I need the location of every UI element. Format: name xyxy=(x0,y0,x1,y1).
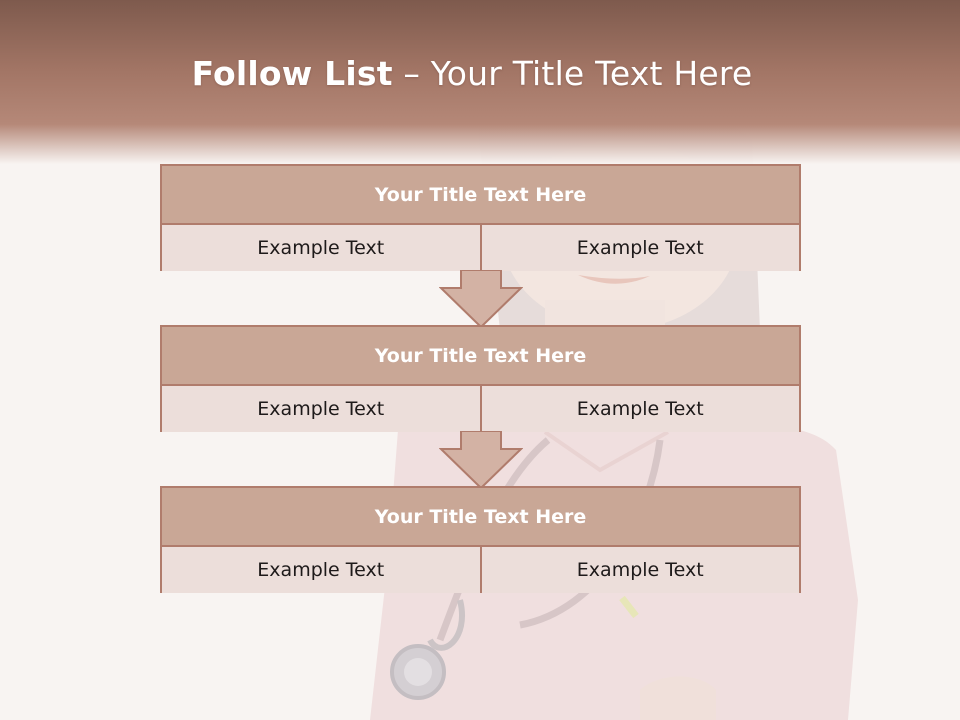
step-row: Example Text Example Text xyxy=(162,225,799,271)
step-cell-left: Example Text xyxy=(162,547,480,593)
step-title: Your Title Text Here xyxy=(162,327,799,386)
step-block-2: Your Title Text Here Example Text Exampl… xyxy=(160,325,801,432)
slide-title: Follow List – Your Title Text Here xyxy=(0,54,944,93)
step-cell-right: Example Text xyxy=(479,547,799,593)
slide-title-bold: Follow List xyxy=(191,54,393,93)
step-block-1: Your Title Text Here Example Text Exampl… xyxy=(160,164,801,271)
step-cell-right: Example Text xyxy=(479,225,799,271)
step-row: Example Text Example Text xyxy=(162,386,799,432)
down-arrow-icon xyxy=(439,431,523,489)
step-cell-left: Example Text xyxy=(162,225,480,271)
down-arrow-icon xyxy=(439,270,523,328)
step-cell-right: Example Text xyxy=(479,386,799,432)
step-row: Example Text Example Text xyxy=(162,547,799,593)
step-title: Your Title Text Here xyxy=(162,166,799,225)
step-block-3: Your Title Text Here Example Text Exampl… xyxy=(160,486,801,593)
step-cell-left: Example Text xyxy=(162,386,480,432)
step-title: Your Title Text Here xyxy=(162,488,799,547)
slide-title-rest: – Your Title Text Here xyxy=(403,54,753,93)
